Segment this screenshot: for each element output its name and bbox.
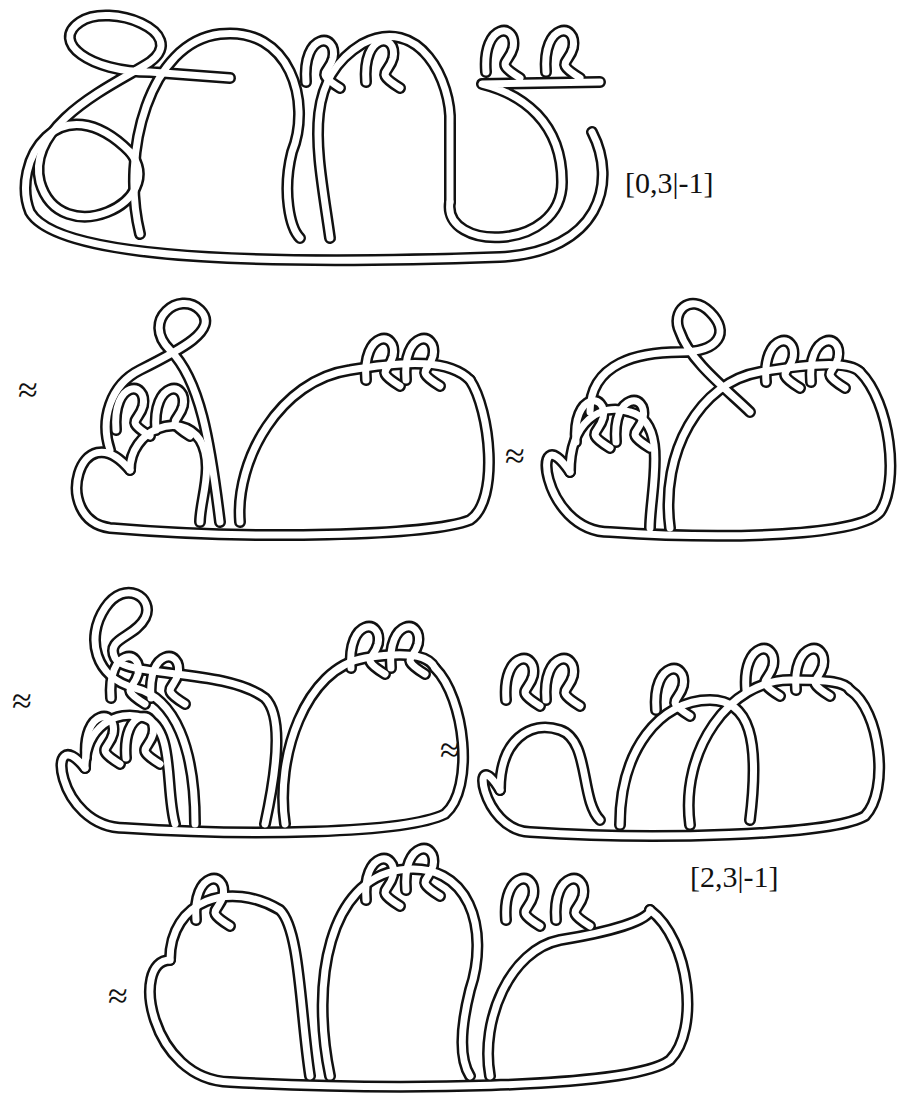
- knot-label: [0,3|-1]: [625, 168, 713, 198]
- equivalence-sign: ≈: [12, 683, 32, 719]
- equivalence-sign: ≈: [440, 732, 460, 768]
- equivalence-sign: ≈: [505, 438, 525, 474]
- knot-label: [2,3|-1]: [690, 862, 778, 892]
- equivalence-sign: ≈: [108, 978, 128, 1014]
- equivalence-sign: ≈: [18, 372, 38, 408]
